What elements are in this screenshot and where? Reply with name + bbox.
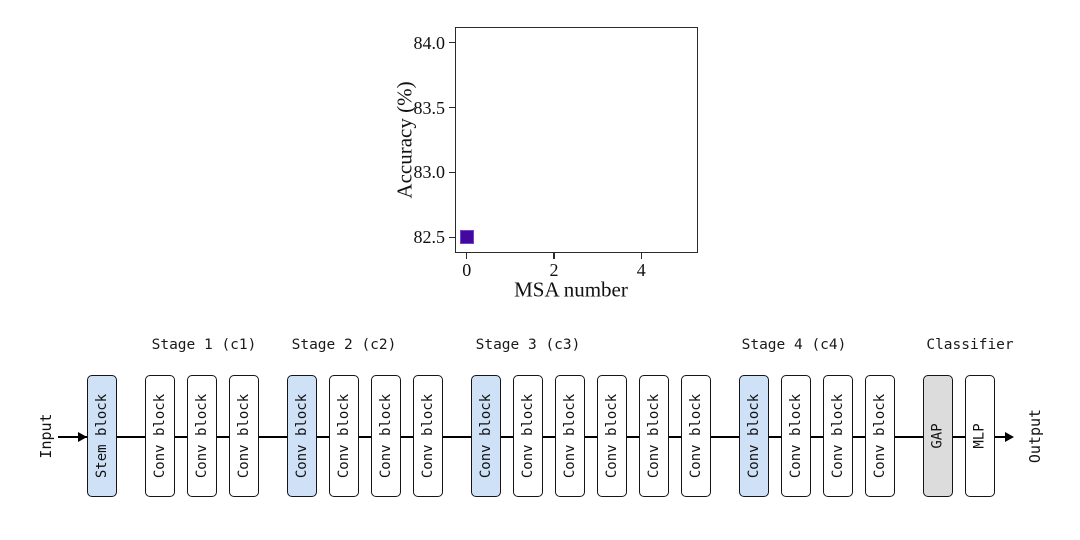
conv-block-label: Conv block: [194, 393, 211, 479]
conv-block-label: Conv block: [378, 393, 395, 479]
y-tick-mark: [449, 171, 455, 174]
conv-block: Conv block: [187, 375, 217, 497]
stage-label: Stage 3 (c3): [475, 337, 581, 353]
conv-block: Conv block: [739, 375, 769, 497]
y-tick-mark: [449, 236, 455, 239]
conv-block: Conv block: [329, 375, 359, 497]
x-tick-mark: [466, 253, 468, 259]
conv-block-label: Conv block: [746, 393, 763, 479]
x-tick-mark: [640, 253, 642, 259]
conv-block: Conv block: [229, 375, 259, 497]
stem-block: Stem block: [87, 375, 117, 497]
y-tick-mark: [449, 106, 455, 109]
conv-block-label: Conv block: [830, 393, 847, 479]
x-tick-label: 2: [549, 260, 559, 280]
conv-block-label: Conv block: [788, 393, 805, 479]
conv-block-label: Conv block: [872, 393, 889, 479]
input-arrow-icon: [78, 431, 87, 442]
x-tick-label: 4: [636, 260, 646, 280]
conv-block-label: Conv block: [236, 393, 253, 479]
y-tick-label: 83.5: [413, 97, 446, 118]
conv-block-label: Conv block: [152, 393, 169, 479]
output-label: Output: [1026, 408, 1044, 464]
conv-block: Conv block: [413, 375, 443, 497]
gap-block: GAP: [923, 375, 953, 497]
y-tick-label: 82.5: [413, 227, 446, 248]
mlp-block-label: MLP: [971, 423, 988, 449]
y-tick-mark: [449, 41, 455, 44]
conv-block-label: Conv block: [520, 393, 537, 479]
conv-block-label: Conv block: [688, 393, 705, 479]
x-tick-label: 0: [462, 260, 472, 280]
plot-area: [455, 27, 698, 253]
conv-block-label: Conv block: [294, 393, 311, 479]
conv-block: Conv block: [371, 375, 401, 497]
conv-block-label: Conv block: [646, 393, 663, 479]
conv-block: Conv block: [639, 375, 669, 497]
conv-block: Conv block: [681, 375, 711, 497]
conv-block-label: Conv block: [336, 393, 353, 479]
stage-label: Stage 2 (c2): [291, 337, 397, 353]
x-tick-mark: [553, 253, 555, 259]
conv-block: Conv block: [555, 375, 585, 497]
conv-block: Conv block: [823, 375, 853, 497]
stage-label: Stage 1 (c1): [151, 337, 257, 353]
conv-block: Conv block: [287, 375, 317, 497]
x-axis-label: MSA number: [514, 277, 628, 302]
y-tick-label: 84.0: [413, 32, 446, 53]
conv-block: Conv block: [781, 375, 811, 497]
conv-block-label: Conv block: [604, 393, 621, 479]
y-tick-label: 83.0: [413, 162, 446, 183]
mlp-block: MLP: [965, 375, 995, 497]
gap-block-label: GAP: [929, 423, 946, 449]
conv-block: Conv block: [865, 375, 895, 497]
conv-block: Conv block: [145, 375, 175, 497]
stage-label: Classifier: [926, 337, 1014, 353]
conv-block-label: Conv block: [420, 393, 437, 479]
conv-block: Conv block: [471, 375, 501, 497]
stage-label: Stage 4 (c4): [741, 337, 847, 353]
conv-block-label: Conv block: [478, 393, 495, 479]
data-point-marker: [459, 230, 474, 245]
input-label: Input: [37, 413, 55, 459]
output-arrow-icon: [1005, 431, 1014, 442]
conv-block-label: Conv block: [562, 393, 579, 479]
stem-block-label: Stem block: [94, 393, 111, 479]
conv-block: Conv block: [597, 375, 627, 497]
conv-block: Conv block: [513, 375, 543, 497]
